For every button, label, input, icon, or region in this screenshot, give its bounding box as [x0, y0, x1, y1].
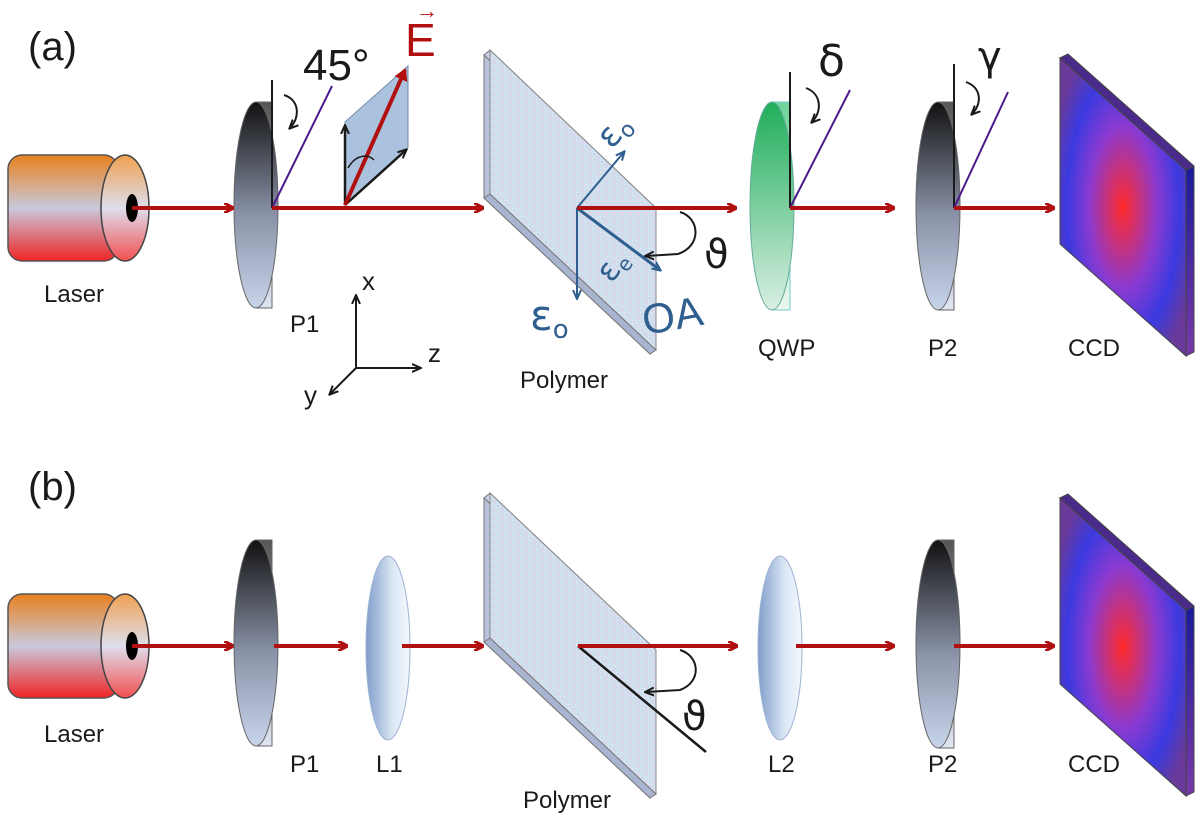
panel-a: (a) Laser 45° P1 E →	[7, 0, 1195, 410]
l2-label: L2	[768, 751, 795, 778]
panel-b: (b) Laser P1 L1 Polymer ϑ	[7, 465, 1195, 814]
eps-o-top-label: εo	[588, 106, 641, 158]
delta-arc	[805, 87, 819, 122]
eps-o-bottom-label: εo	[530, 291, 569, 345]
panel-b-tag: (b)	[28, 465, 77, 509]
polarizer-p2-a	[915, 101, 961, 311]
e-field-sketch	[345, 64, 408, 207]
laser-b-label: Laser	[44, 721, 104, 748]
polymer-sample-b	[483, 491, 657, 800]
theta-b-label: ϑ	[682, 694, 707, 740]
e-field-label: E	[405, 14, 436, 66]
theta-a-label: ϑ	[704, 232, 729, 278]
ccd-camera-b	[1059, 493, 1195, 798]
p1-transmission-axis	[271, 85, 333, 209]
polymer-b-label: Polymer	[523, 787, 611, 814]
polarizer-p1-a	[233, 101, 279, 309]
gamma-label: γ	[978, 34, 1002, 80]
laser-b	[7, 593, 150, 699]
e-field-vector-arrow: →	[416, 0, 438, 23]
ccd-a-label: CCD	[1068, 335, 1120, 362]
coordinate-axes	[330, 296, 420, 394]
theta-arc-b	[646, 649, 697, 692]
optic-axis-label: OA	[638, 287, 706, 344]
polarizer-p2-b	[915, 539, 961, 749]
polarizer-p1-b	[233, 539, 279, 747]
lens-l2	[757, 555, 803, 741]
p2-transmission-axis	[953, 91, 1009, 209]
polymer-sample-a	[483, 48, 657, 356]
qwp-label: QWP	[758, 335, 815, 362]
laser-a	[7, 154, 150, 262]
p1-a-label: P1	[290, 311, 319, 338]
l1-label: L1	[376, 751, 403, 778]
p2-b-label: P2	[928, 751, 957, 778]
p1-angle-arc	[283, 94, 297, 128]
axis-x-label: x	[362, 266, 375, 296]
p1-b-label: P1	[290, 751, 319, 778]
gamma-arc	[965, 81, 979, 114]
quarter-wave-plate	[749, 101, 795, 311]
p2-a-label: P2	[928, 335, 957, 362]
laser-a-label: Laser	[44, 281, 104, 308]
ccd-camera-a	[1059, 53, 1195, 358]
axis-y-label: y	[304, 380, 317, 410]
delta-label: δ	[818, 36, 845, 87]
axis-z-label: z	[428, 338, 441, 368]
polymer-a-label: Polymer	[520, 367, 608, 394]
theta-arc-a	[646, 211, 697, 256]
ccd-b-label: CCD	[1068, 751, 1120, 778]
angle-45-label: 45°	[303, 41, 370, 90]
panel-a-tag: (a)	[28, 25, 77, 69]
optic-axis-line-b	[577, 645, 707, 753]
qwp-fast-axis	[789, 89, 851, 209]
